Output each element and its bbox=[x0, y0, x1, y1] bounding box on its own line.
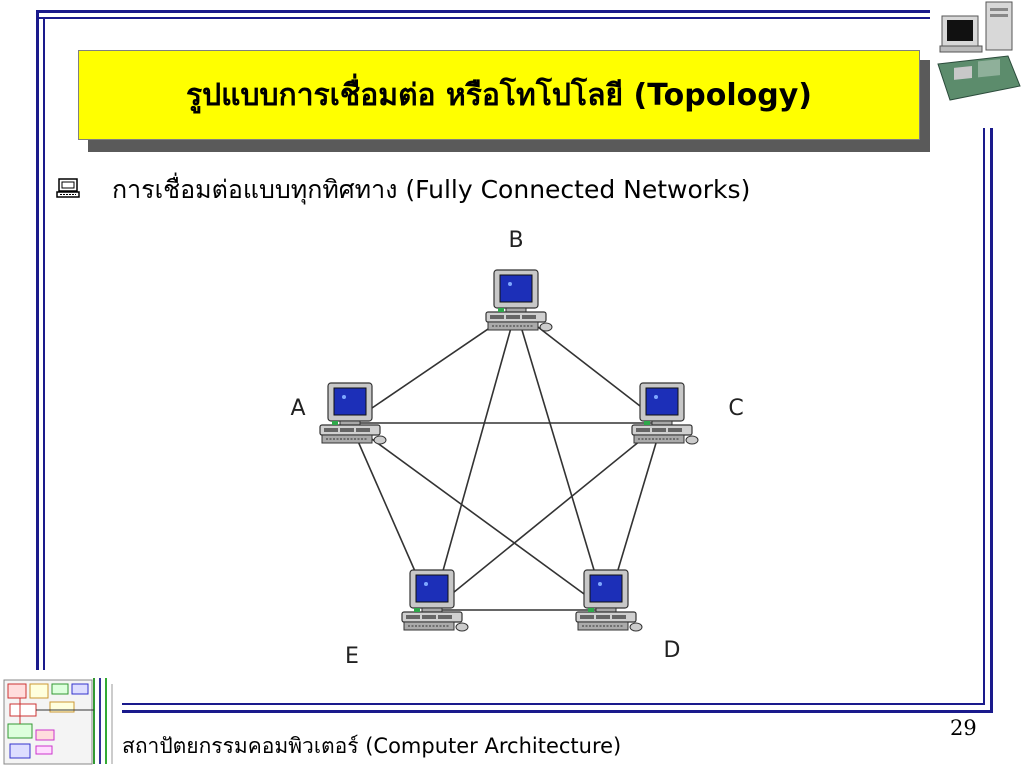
desktop-computer-icon bbox=[575, 569, 643, 632]
edge-b-d bbox=[515, 309, 607, 611]
node-label-c: C bbox=[728, 396, 743, 421]
edge-b-e bbox=[431, 309, 517, 611]
network-edges bbox=[349, 309, 663, 611]
frame-top-line-inner bbox=[36, 17, 930, 19]
desktop-computer-icon bbox=[401, 569, 469, 632]
node-label-b: B bbox=[508, 228, 523, 253]
fully-connected-network-diagram: B A C E D bbox=[290, 228, 743, 669]
edge-a-d bbox=[349, 422, 607, 611]
frame-right-line-inner bbox=[983, 128, 985, 705]
frame-bottom-line bbox=[122, 710, 993, 713]
page-number: 29 bbox=[950, 716, 977, 740]
edge-c-e bbox=[431, 422, 663, 611]
frame-bottom-line-inner bbox=[122, 703, 985, 705]
bullet-text: การเชื่อมต่อแบบทุกทิศทาง (Fully Connecte… bbox=[112, 175, 751, 204]
node-label-a: A bbox=[290, 396, 305, 421]
footer-text: สถาปัตยกรรมคอมพิวเตอร์ (Computer Archite… bbox=[122, 734, 622, 758]
computer-icon bbox=[56, 178, 80, 198]
architecture-diagram-icon bbox=[3, 678, 113, 765]
desktop-computer-icon bbox=[485, 269, 553, 332]
frame-right-line bbox=[990, 128, 993, 712]
slide-title: รูปแบบการเชื่อมต่อ หรือโทโปโลยี (Topolog… bbox=[185, 77, 813, 113]
network-nodes bbox=[319, 269, 699, 632]
frame-left-line bbox=[36, 10, 39, 670]
desktop-computer-icon bbox=[631, 382, 699, 445]
corner-computer-icon bbox=[937, 1, 1021, 101]
node-label-e: E bbox=[345, 644, 359, 669]
node-label-d: D bbox=[664, 638, 681, 663]
frame-left-line-inner bbox=[43, 17, 45, 670]
desktop-computer-icon bbox=[319, 382, 387, 445]
network-labels: B A C E D bbox=[290, 228, 743, 669]
title-box: รูปแบบการเชื่อมต่อ หรือโทโปโลยี (Topolog… bbox=[78, 50, 920, 140]
frame-top-line bbox=[36, 10, 930, 13]
